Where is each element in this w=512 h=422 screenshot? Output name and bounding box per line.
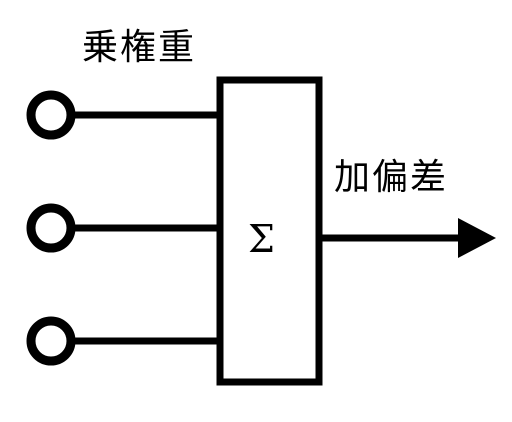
input-node-3: [26, 316, 76, 366]
input-node-2: [26, 203, 76, 253]
input-node-1: [26, 90, 76, 140]
summation-box: [216, 76, 323, 386]
weights-label: 乗権重: [82, 27, 197, 68]
sum-symbol: Σ: [248, 217, 275, 261]
output-arrowhead: [458, 218, 496, 258]
bias-label: 加偏差: [334, 157, 449, 198]
